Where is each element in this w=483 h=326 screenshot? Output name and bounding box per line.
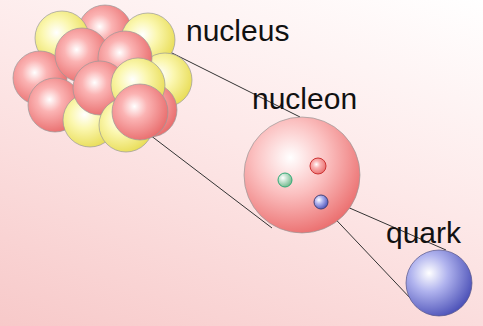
part-label: nucleon <box>252 84 357 114</box>
part-label: nucleus <box>186 16 289 46</box>
quark-dot <box>310 158 326 174</box>
nucleon-sphere <box>244 117 360 233</box>
quark-dot <box>278 173 292 187</box>
part-label: quark <box>386 218 461 248</box>
quark-sphere <box>406 250 472 316</box>
quark-dot <box>314 195 328 209</box>
nucleus-cluster <box>13 5 192 152</box>
